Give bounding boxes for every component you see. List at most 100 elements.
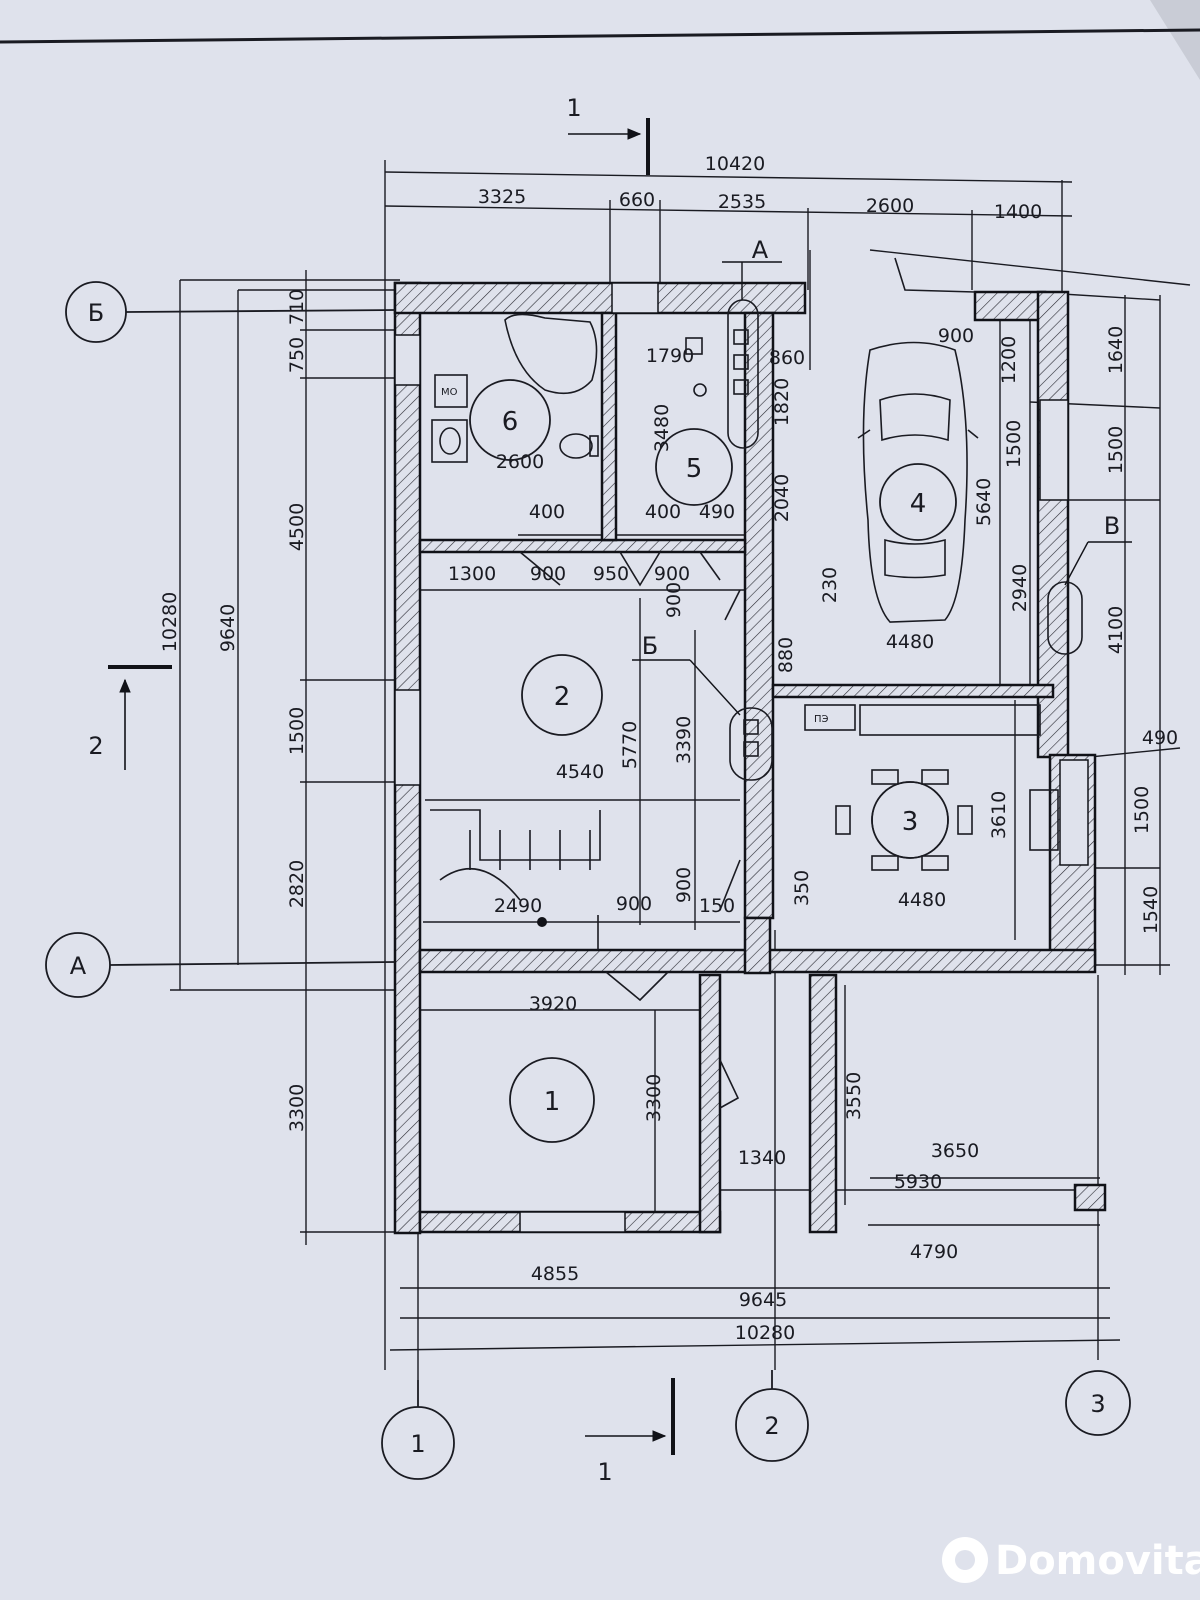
dim-r4-1200: 1200 [998,336,1020,384]
room-number-4: 4 [910,489,927,519]
mark-v-label: В [1104,512,1120,540]
dim-r2-width: 4540 [556,761,604,783]
dim-right-1500a: 1500 [1105,426,1127,474]
interior-lines [430,257,1059,1109]
room-number-5: 5 [686,454,703,484]
dim-r5-400: 400 [645,501,681,523]
dim-r6-width: 2600 [496,451,544,473]
toilet-tank-icon [589,435,599,457]
dim-left-4500: 4500 [286,503,308,551]
dim-right-1500b: 1500 [1131,786,1153,834]
dim-r2-3390: 3390 [673,716,695,764]
dim-bottom-4790: 4790 [910,1241,958,1263]
dim-r2-900v: 900 [673,867,695,903]
dim-r4-5640: 5640 [973,478,995,526]
dim-r2-1300: 1300 [448,563,496,585]
dim-r4-1500: 1500 [1003,420,1025,468]
dim-left-710: 710 [286,289,308,325]
dim-porch-1340: 1340 [738,1147,786,1169]
dim-left-750: 750 [286,337,308,373]
dim-left-3300: 3300 [286,1084,308,1132]
mark-a-label: А [752,236,769,264]
section-marks [108,118,1132,1455]
dim-r2-2490: 2490 [494,895,542,917]
fixtures [431,299,1083,871]
dim-top-1: 3325 [478,186,526,208]
dim-r3-width: 4480 [898,889,946,911]
axis-a-label: А [70,952,87,980]
dim-right-1640: 1640 [1105,326,1127,374]
paper-fold [1150,0,1200,80]
dim-bottom-9645: 9645 [739,1289,787,1311]
dim-r1-width: 3920 [529,993,577,1015]
chimney-block-a [727,299,759,449]
dim-right-1540: 1540 [1140,886,1162,934]
dimension-lines [170,160,1191,1380]
dim-top-5: 1400 [994,201,1042,223]
dim-r4-880: 880 [775,637,797,673]
room-markers [469,379,957,1143]
dim-r3-350: 350 [791,870,813,906]
watermark-text: Domovita [995,1538,1200,1584]
washing-machine-icon [434,374,468,408]
dim-r2-900a: 900 [530,563,566,585]
dim-r2-900b: 900 [654,563,690,585]
axis-b-label: Б [88,299,104,327]
axis-2-label: 2 [764,1412,779,1440]
dim-left-2820: 2820 [286,860,308,908]
vent-block-v [1047,581,1083,655]
dim-porch-height: 3550 [843,1072,865,1120]
dim-left-total: 10280 [159,592,181,652]
dim-right-490: 490 [1142,727,1178,749]
dim-r5-860: 860 [769,347,805,369]
dim-r5-1790: 1790 [646,345,694,367]
section-1-bottom-label: 1 [597,1458,612,1486]
dim-r4-230: 230 [819,567,841,603]
dim-right-4100: 4100 [1105,606,1127,654]
chimney-block-b [729,707,773,781]
note-mo: МО [441,387,458,398]
dim-r2-5770: 5770 [619,721,641,769]
dim-r5-1820: 1820 [771,378,793,426]
windows [394,282,1089,1233]
dim-left-9640: 9640 [217,604,239,652]
room-number-2: 2 [554,682,571,712]
top-border-line [0,28,1200,44]
dim-top-3: 2535 [718,191,766,213]
boiler-icon [685,337,703,355]
dim-r1-height: 3300 [643,1074,665,1122]
dim-bottom-4855: 4855 [531,1263,579,1285]
dim-r4-width: 4480 [886,631,934,653]
dim-r5-3480: 3480 [651,404,673,452]
dim-r3-height: 3610 [988,791,1010,839]
dim-top-2: 660 [619,189,655,211]
dim-top-total: 10420 [705,153,765,175]
dim-porch-3650: 3650 [931,1140,979,1162]
room-number-1: 1 [544,1087,561,1117]
dim-r4-2040: 2040 [771,474,793,522]
dim-r2-900c: 900 [663,582,685,618]
dim-r2-950: 950 [593,563,629,585]
dim-left-1500: 1500 [286,707,308,755]
car-icon [857,341,979,623]
stair-dot [537,917,547,927]
section-2-label: 2 [88,732,103,760]
dim-porch-5930: 5930 [894,1171,942,1193]
washbasin-icon [431,419,468,463]
dim-r2-150: 150 [699,895,735,917]
dim-r4-2940: 2940 [1009,564,1031,612]
dim-bottom-10280: 10280 [735,1322,795,1344]
axis-bubbles [45,281,1131,1480]
bathtub-icon [504,313,598,395]
mark-b-label: Б [642,632,658,660]
toilet-icon [559,433,593,459]
axis-3-label: 3 [1090,1390,1105,1418]
section-1-top-label: 1 [566,94,581,122]
room-number-3: 3 [902,807,919,837]
watermark: Domovita [942,1537,1200,1584]
room-number-6: 6 [502,407,519,437]
dim-r4-900: 900 [938,325,974,347]
sink-5-icon [693,383,707,397]
note-pe: ПЭ [814,714,829,725]
